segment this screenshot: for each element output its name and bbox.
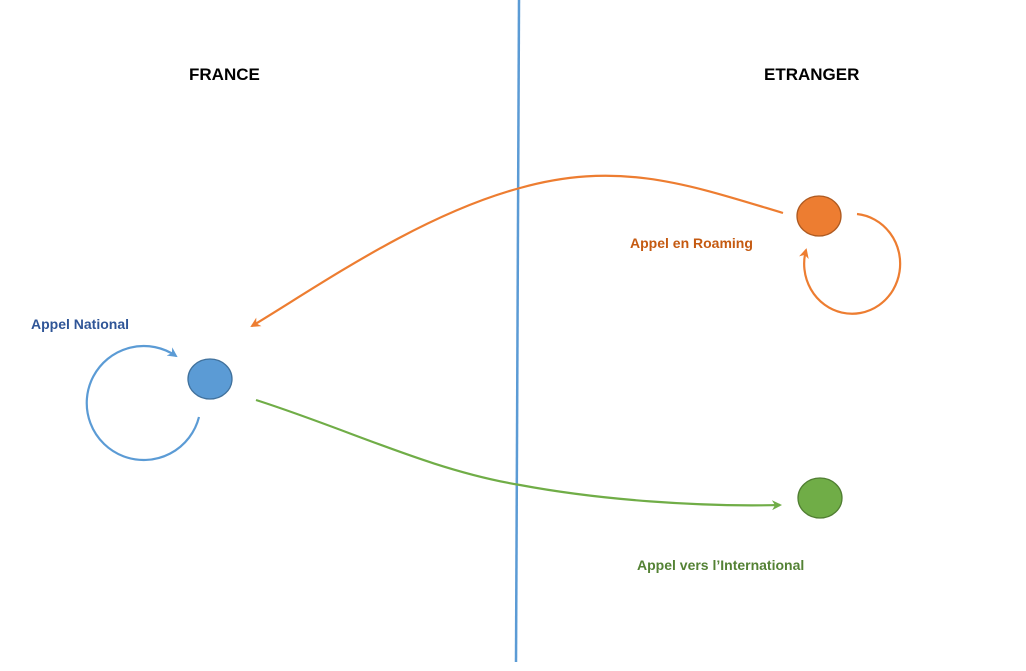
border-divider xyxy=(514,0,521,663)
label-national: Appel National xyxy=(31,316,130,332)
region-etranger: ETRANGER xyxy=(764,65,860,84)
roaming-node xyxy=(796,195,842,237)
roaming-to-france-arrow xyxy=(250,174,784,328)
label-international: Appel vers l’International xyxy=(637,557,805,573)
international-arrow xyxy=(255,398,782,511)
national-loop-arrow xyxy=(85,344,201,462)
label-roaming: Appel en Roaming xyxy=(630,235,753,251)
region-france: FRANCE xyxy=(189,65,260,84)
france-node xyxy=(187,358,233,400)
roaming-loop-arrow xyxy=(799,212,902,315)
international-node xyxy=(797,477,843,519)
